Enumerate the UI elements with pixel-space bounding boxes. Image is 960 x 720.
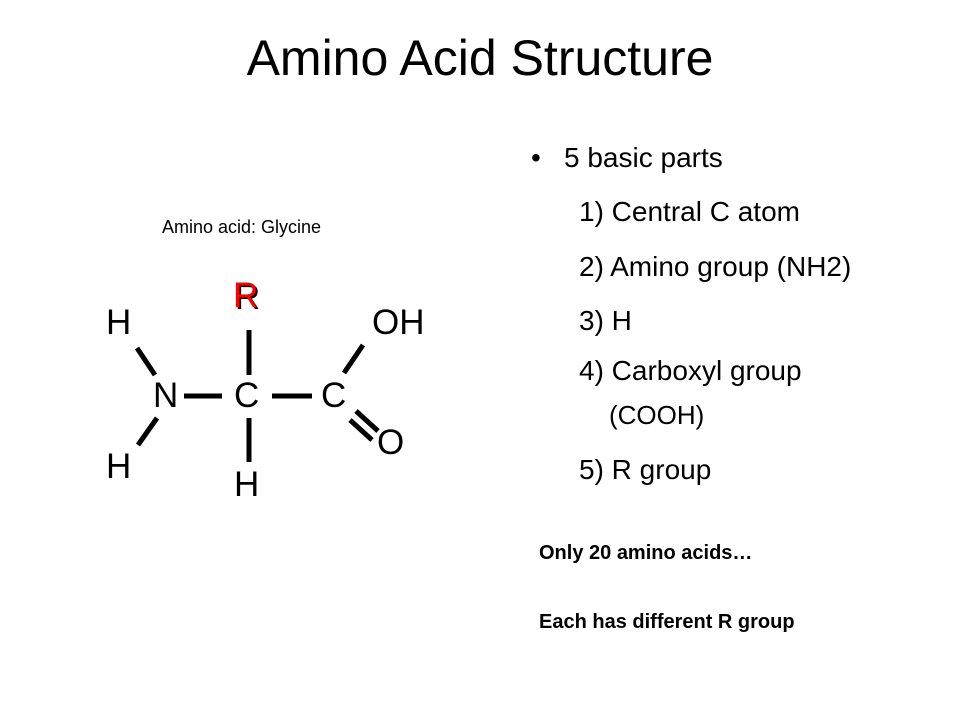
note-twenty-amino-acids: Only 20 amino acids… <box>539 542 753 564</box>
list-item-2: 2) Amino group (NH2) <box>579 251 852 282</box>
bond-c-o-2 <box>354 409 380 433</box>
slide-title: Amino Acid Structure <box>246 30 714 86</box>
atom-o: O <box>377 423 405 462</box>
atom-c-center: C <box>234 376 260 415</box>
list-item-5: 5) R group <box>579 454 712 485</box>
r-group-overlay-label: R <box>233 276 259 315</box>
bond-c-o-1 <box>348 418 374 442</box>
list-item-4: 4) Carboxyl group <box>579 355 802 386</box>
list-item-1: 1) Central C atom <box>579 196 800 227</box>
bullet-main: • 5 basic parts <box>531 138 723 178</box>
atom-h-bottom: H <box>234 465 260 504</box>
list-item-3: 3) H <box>579 305 632 336</box>
atom-oh: OH <box>372 303 425 342</box>
bullet-dot: • <box>531 142 541 173</box>
r-group-label: R <box>235 278 261 317</box>
bond-c-oh <box>341 343 366 375</box>
note-different-r-group: Each has different R group <box>539 611 795 633</box>
atom-h-top-left: H <box>106 303 132 342</box>
bond-n-h-bottom <box>135 416 160 447</box>
bond-n-h-top <box>134 346 158 377</box>
bullet-main-text: 5 basic parts <box>564 142 723 173</box>
diagram-caption: Amino acid: Glycine <box>162 217 322 237</box>
atom-h-bottom-left: H <box>106 447 132 486</box>
atom-n: N <box>153 376 179 415</box>
list-item-4-continuation: (COOH) <box>609 400 705 430</box>
atom-c-carboxyl: C <box>321 376 347 415</box>
